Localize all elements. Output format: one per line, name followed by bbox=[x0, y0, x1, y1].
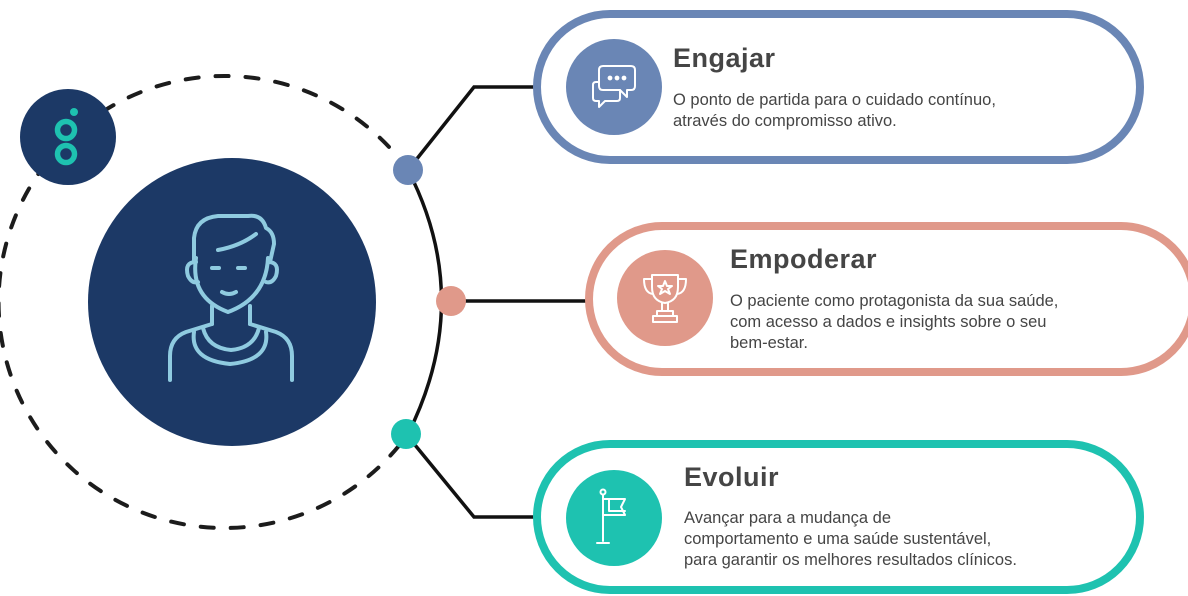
card-evoluir-description: Avançar para a mudança de comportamento … bbox=[684, 508, 1134, 571]
card-empoderar-title: Empoderar bbox=[730, 244, 878, 274]
card-evoluir-icon-circle bbox=[566, 470, 662, 566]
card-evoluir-line: Avançar para a mudança de bbox=[684, 509, 891, 527]
card-engajar-title: Engajar bbox=[673, 43, 776, 73]
card-empoderar-icon-circle bbox=[617, 250, 713, 346]
person-outline-icon bbox=[168, 213, 294, 382]
card-empoderar bbox=[585, 222, 1188, 376]
card-engajar-line: O ponto de partida para o cuidado contín… bbox=[673, 91, 996, 109]
card-engajar-icon-circle bbox=[566, 39, 662, 135]
card-empoderar-description: O paciente como protagonista da sua saúd… bbox=[730, 291, 1150, 354]
trophy-icon bbox=[643, 274, 687, 323]
chat-bubbles-icon bbox=[592, 65, 636, 108]
card-empoderar-line: com acesso a dados e insights sobre o se… bbox=[730, 313, 1047, 331]
connector-evoluir bbox=[404, 432, 535, 519]
card-engajar-line: através do compromisso ativo. bbox=[673, 112, 897, 130]
card-evoluir-title: Evoluir bbox=[684, 462, 780, 492]
flag-icon bbox=[596, 488, 626, 544]
dot-engajar bbox=[393, 155, 423, 185]
dashed-orbit bbox=[0, 74, 410, 530]
card-engajar-description: O ponto de partida para o cuidado contín… bbox=[673, 90, 1113, 132]
card-evoluir-line: para garantir os melhores resultados clí… bbox=[684, 551, 1017, 569]
person-avatar bbox=[88, 158, 376, 446]
connector-engajar bbox=[406, 85, 535, 172]
card-evoluir-line: comportamento e uma saúde sustentável, bbox=[684, 530, 992, 548]
card-empoderar-line: bem-estar. bbox=[730, 334, 808, 352]
card-empoderar-line: O paciente como protagonista da sua saúd… bbox=[730, 292, 1059, 310]
dot-evoluir bbox=[391, 419, 421, 449]
dot-empoderar bbox=[436, 286, 466, 316]
brand-logo-icon bbox=[20, 89, 116, 185]
